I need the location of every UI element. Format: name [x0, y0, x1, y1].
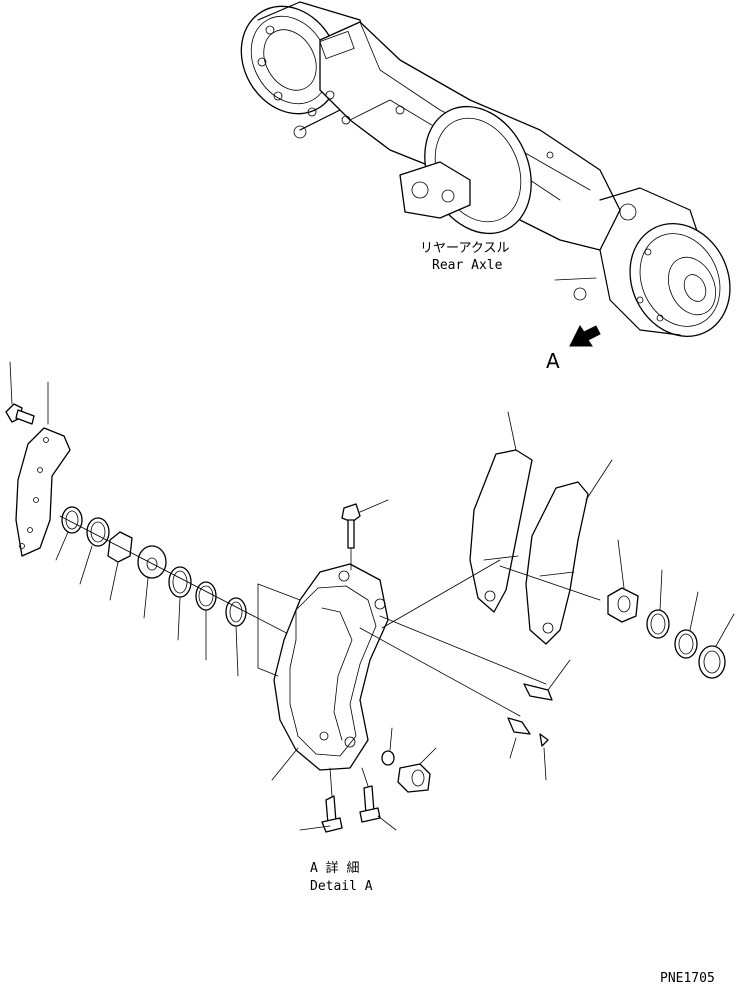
bleeder-screw	[507, 717, 549, 781]
bolt-bottom-left	[299, 767, 343, 833]
rear-axle-label-jp: リヤーアクスル	[420, 241, 509, 256]
hose-fitting	[523, 659, 571, 701]
drawing-code: PNE1705	[660, 971, 715, 986]
brake-pad-inner	[525, 459, 613, 645]
o-ring	[381, 727, 395, 766]
detail-label-jp: A 詳 細	[310, 860, 359, 876]
right-wheel-hub	[573, 187, 731, 337]
right-ring-stack	[607, 587, 726, 679]
detail-label-en: Detail A	[310, 879, 373, 894]
left-ring-stack	[61, 506, 247, 627]
rear-axle-leader	[554, 277, 597, 281]
brake-pad-outer	[469, 411, 533, 613]
bolt-bottom-right	[359, 767, 397, 831]
detail-a-exploded-view	[5, 361, 735, 833]
view-arrow-letter: A	[546, 349, 560, 373]
bolt-left	[5, 403, 35, 425]
rear-axle-label-en: Rear Axle	[432, 258, 503, 273]
rear-axle-assembly	[240, 1, 731, 337]
guard-plate	[15, 427, 71, 557]
differential-housing	[399, 105, 532, 235]
brake-caliper	[273, 563, 389, 771]
bolt-caliper-top	[341, 499, 389, 571]
view-arrow	[569, 325, 601, 347]
plug	[397, 747, 437, 793]
